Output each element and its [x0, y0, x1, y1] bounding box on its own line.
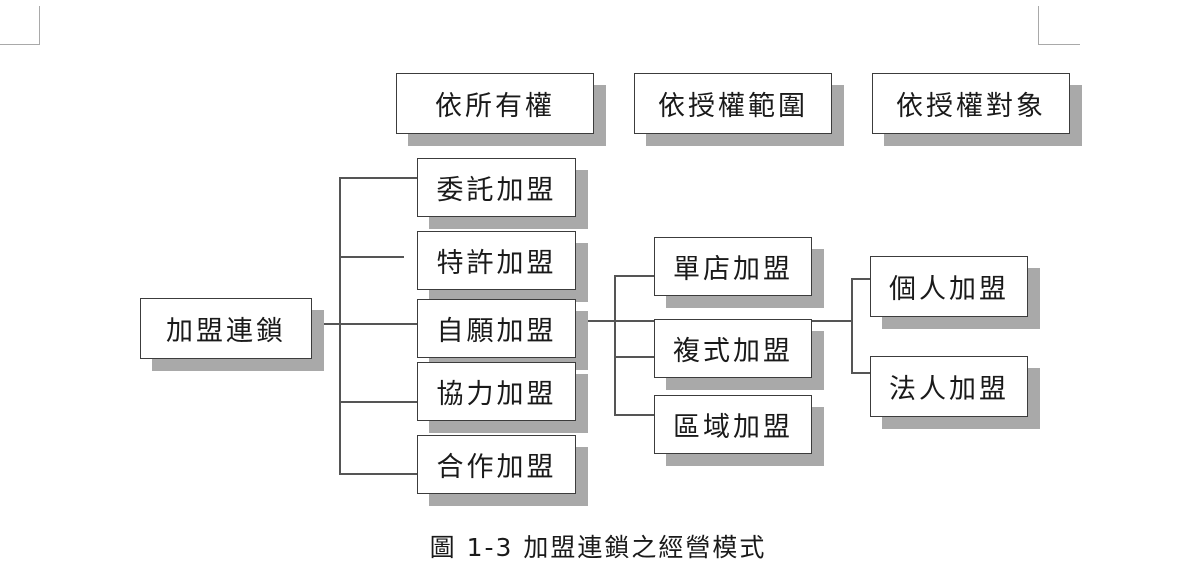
node-scope-quyu: 區域加盟 — [654, 395, 812, 454]
crop-mark-top-left-horizontal — [0, 44, 40, 45]
figure-caption: 圖 1-3 加盟連鎖之經營模式 — [429, 533, 767, 562]
node-scope-dandian: 單店加盟 — [654, 237, 812, 296]
connector-to-quyu — [614, 414, 655, 416]
crop-mark-top-right-horizontal — [1038, 44, 1080, 45]
connector-to-dandian — [614, 275, 655, 277]
connector-root-out — [312, 323, 418, 325]
crop-mark-top-right-vertical — [1038, 6, 1039, 45]
node-ownership-xieli: 協力加盟 — [417, 362, 576, 421]
node-ownership-texu: 特許加盟 — [417, 231, 576, 290]
connector-to-fushi — [614, 356, 655, 358]
connector-to-texu — [339, 256, 404, 258]
node-ownership-ziyuan: 自願加盟 — [417, 299, 576, 358]
connector-to-xieli — [339, 401, 418, 403]
node-target-geren: 個人加盟 — [870, 256, 1028, 317]
node-ownership-weituo: 委託加盟 — [417, 158, 576, 217]
node-ownership-hezuo: 合作加盟 — [417, 435, 576, 494]
header-ownership: 依所有權 — [396, 73, 594, 134]
connector-to-faren — [851, 372, 871, 374]
connector-scope-trunk — [614, 275, 616, 416]
connector-to-weituo — [339, 177, 418, 179]
connector-to-hezuo — [339, 473, 418, 475]
header-target: 依授權對象 — [872, 73, 1070, 134]
header-scope: 依授權範圍 — [634, 73, 832, 134]
crop-mark-top-left-vertical — [39, 6, 40, 45]
connector-target-trunk — [851, 278, 853, 374]
node-target-faren: 法人加盟 — [870, 356, 1028, 417]
node-scope-fushi: 複式加盟 — [654, 319, 812, 378]
connector-ownership-trunk — [339, 177, 341, 474]
node-root: 加盟連鎖 — [140, 298, 312, 359]
connector-to-geren — [851, 278, 871, 280]
